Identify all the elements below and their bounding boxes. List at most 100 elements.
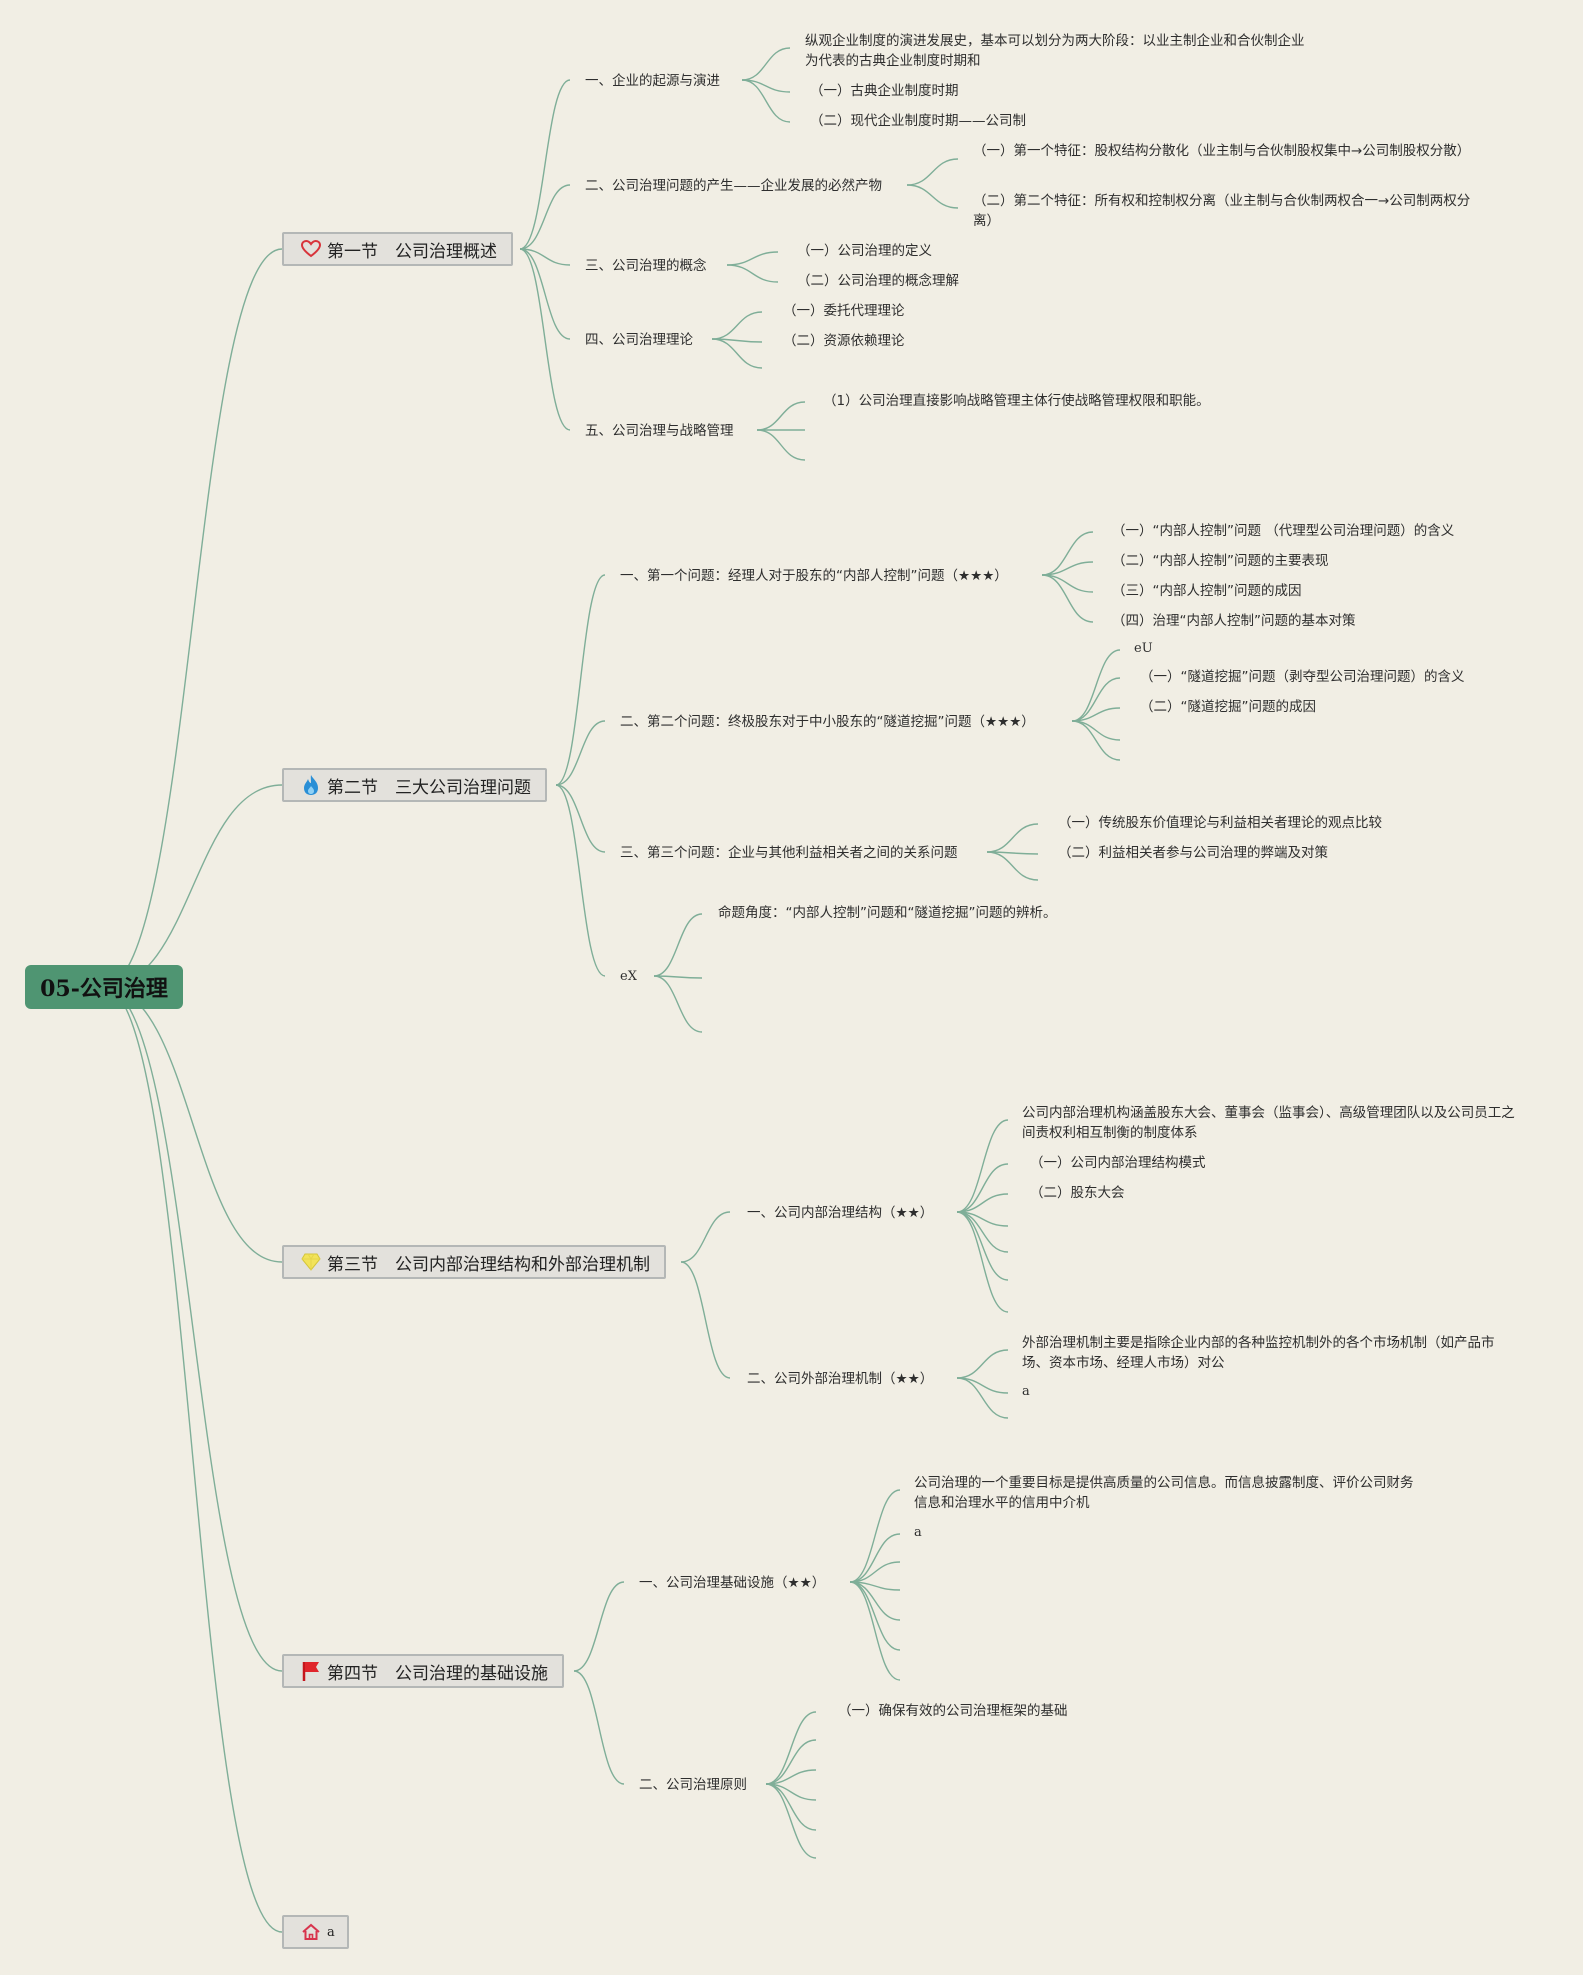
section-label: 第二节 三大公司治理问题 (327, 777, 531, 798)
home-icon (300, 1921, 322, 1943)
connector-line (555, 784, 606, 853)
leaf-node[interactable]: eU (1134, 641, 1153, 656)
leaf-node[interactable]: （二）第二个特征：所有权和控制权分离（业主制与合伙制两权合一→公司制两权分离） (973, 193, 1471, 229)
section-node-5[interactable]: a (282, 1915, 349, 1949)
leaf-node[interactable]: （一）第一个特征：股权结构分散化（业主制与合伙制股权集中→公司制股权分散） (973, 143, 1471, 159)
root-node[interactable]: 05-公司治理 (25, 965, 183, 1009)
leaf-node[interactable]: （一）确保有效的公司治理框架的基础 (838, 1703, 1068, 1719)
section-label: 第一节 公司治理概述 (327, 241, 497, 262)
heart-icon (300, 238, 322, 260)
connector-line (519, 79, 571, 250)
connector-line (986, 851, 1039, 881)
connector-line (906, 184, 959, 209)
connector-line (555, 720, 606, 786)
leaf-node[interactable]: （二）“隧道挖掘”问题的成因 (1140, 699, 1316, 715)
leaf-node[interactable]: a (914, 1525, 922, 1540)
leaf-node[interactable]: 公司内部治理机构涵盖股东大会、董事会（监事会）、高级管理团队以及公司员工之间责权… (1022, 1105, 1515, 1141)
connector-line (956, 1377, 1009, 1394)
connector-line (519, 248, 571, 431)
topic-node[interactable]: 四、公司治理理论 (585, 332, 693, 348)
connector-line (1041, 531, 1094, 576)
connector-line (849, 1489, 901, 1583)
topic-node[interactable]: 二、公司治理原则 (639, 1777, 747, 1793)
leaf-node[interactable]: （一）“隧道挖掘”问题（剥夺型公司治理问题）的含义 (1140, 669, 1465, 685)
section-node-3[interactable]: 第三节 公司内部治理结构和外部治理机制 (282, 1245, 666, 1279)
connector-line (555, 784, 606, 977)
leaf-node[interactable]: 命题角度：“内部人控制”问题和“隧道挖掘”问题的辨析。 (718, 905, 1057, 921)
connector-line (849, 1581, 901, 1681)
leaf-node[interactable]: （一）公司内部治理结构模式 (1030, 1155, 1206, 1171)
connector-line (1071, 707, 1121, 722)
topic-node[interactable]: 三、公司治理的概念 (585, 258, 707, 274)
connector-line (1071, 649, 1121, 722)
connector-line (103, 986, 283, 1672)
connector-line (519, 248, 571, 266)
connector-line (956, 1377, 1009, 1419)
leaf-node[interactable]: （三）“内部人控制”问题的成因 (1112, 583, 1302, 599)
leaf-node[interactable]: a (1022, 1384, 1030, 1399)
connector-line (653, 913, 703, 977)
section-node-1[interactable]: 第一节 公司治理概述 (282, 232, 513, 266)
connector-line (555, 574, 606, 786)
leaf-node[interactable]: （二）利益相关者参与公司治理的弊端及对策 (1058, 845, 1328, 861)
connector-line (956, 1211, 1009, 1313)
connector-line (653, 975, 703, 1033)
leaf-node[interactable]: （四）治理“内部人控制”问题的基本对策 (1112, 613, 1356, 629)
connector-line (765, 1783, 817, 1859)
topic-node[interactable]: 五、公司治理与战略管理 (585, 423, 734, 439)
connector-line (653, 975, 703, 979)
connector-line (103, 986, 283, 1263)
topic-node[interactable]: 三、第三个问题：企业与其他利益相关者之间的关系问题 (620, 845, 958, 861)
leaf-node[interactable]: （一）“内部人控制”问题 （代理型公司治理问题）的含义 (1112, 523, 1455, 539)
section-label: 第三节 公司内部治理结构和外部治理机制 (327, 1254, 650, 1275)
connector-line (103, 248, 283, 988)
connector-line (1071, 720, 1121, 761)
leaf-node[interactable]: （二）现代企业制度时期——公司制 (810, 113, 1026, 129)
flag-icon (300, 1660, 322, 1682)
connector-line (726, 251, 779, 266)
connector-line (519, 248, 571, 340)
topic-node[interactable]: 一、公司治理基础设施（★★） (639, 1575, 826, 1591)
leaf-node[interactable]: （一）传统股东价值理论与利益相关者理论的观点比较 (1058, 815, 1382, 831)
leaf-node[interactable]: （二）“内部人控制”问题的主要表现 (1112, 553, 1329, 569)
connector-line (849, 1533, 901, 1583)
connector-line (756, 401, 806, 431)
leaf-node[interactable]: （二）资源依赖理论 (783, 333, 905, 349)
connector-line (956, 1119, 1009, 1213)
connector-line (956, 1193, 1009, 1213)
leaf-node[interactable]: 外部治理机制主要是指除企业内部的各种监控机制外的各个市场机制（如产品市场、资本市… (1022, 1335, 1495, 1371)
leaf-node[interactable]: （二）股东大会 (1030, 1185, 1125, 1201)
topic-node[interactable]: 一、公司内部治理结构（★★） (747, 1205, 934, 1221)
connector-line (849, 1581, 901, 1651)
leaf-node[interactable]: （二）公司治理的概念理解 (797, 273, 959, 289)
connector-line (956, 1211, 1009, 1281)
topic-node[interactable]: 二、公司治理问题的产生——企业发展的必然产物 (585, 178, 882, 194)
connector-line (711, 311, 763, 340)
section-node-4[interactable]: 第四节 公司治理的基础设施 (282, 1654, 564, 1688)
connector-line (519, 184, 571, 250)
gem-icon (300, 1251, 322, 1273)
section-node-2[interactable]: 第二节 三大公司治理问题 (282, 768, 547, 802)
connector-line (1041, 574, 1094, 623)
topic-node[interactable]: 二、第二个问题：终极股东对于中小股东的“隧道挖掘”问题（★★★） (620, 714, 1035, 730)
topic-node[interactable]: 一、企业的起源与演进 (585, 73, 720, 89)
connector-line (1041, 574, 1094, 593)
leaf-node[interactable]: （一）委托代理理论 (783, 303, 905, 319)
topic-node[interactable]: eX (620, 969, 637, 984)
connector-line (741, 79, 791, 123)
leaf-node[interactable]: 公司治理的一个重要目标是提供高质量的公司信息。而信息披露制度、评价公司财务信息和… (914, 1475, 1414, 1511)
leaf-node[interactable]: （一）古典企业制度时期 (810, 83, 959, 99)
topic-node[interactable]: 一、第一个问题：经理人对于股东的“内部人控制”问题（★★★） (620, 568, 1008, 584)
topic-node[interactable]: 二、公司外部治理机制（★★） (747, 1371, 934, 1387)
connector-line (741, 47, 791, 81)
section-label: 第四节 公司治理的基础设施 (327, 1663, 548, 1684)
connector-line (765, 1739, 817, 1785)
connector-line (573, 1670, 625, 1785)
leaf-node[interactable]: （1）公司治理直接影响战略管理主体行使战略管理权限和职能。 (823, 393, 1210, 409)
connector-line (849, 1581, 901, 1621)
connector-line (573, 1581, 625, 1672)
leaf-node[interactable]: 纵观企业制度的演进发展史，基本可以划分为两大阶段：以业主制企业和合伙制企业为代表… (805, 33, 1305, 69)
connector-line (726, 264, 779, 283)
leaf-node[interactable]: （一）公司治理的定义 (797, 243, 932, 259)
